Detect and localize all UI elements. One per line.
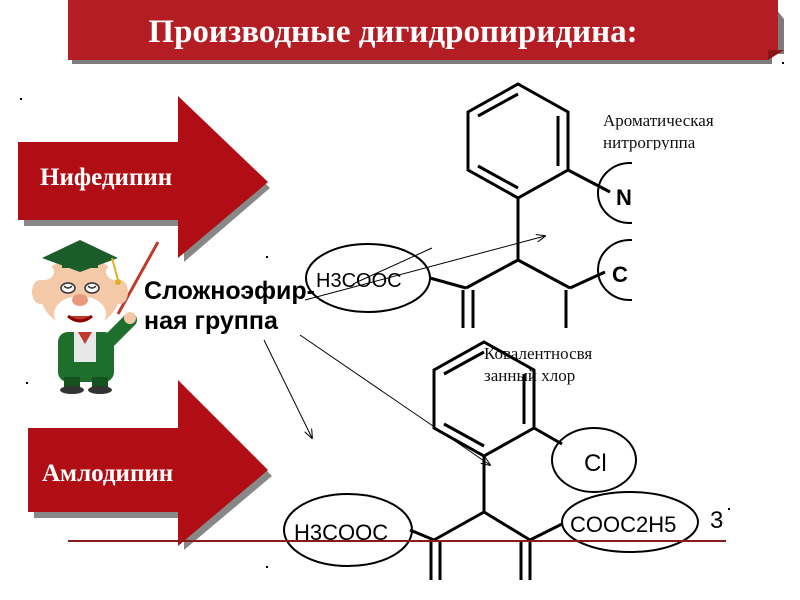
nifedipine-label: Нифедипин — [40, 164, 173, 191]
stray-dot — [266, 256, 268, 258]
ester-label-line1: Сложноэфир- — [144, 277, 315, 305]
page-title: Производные дигидропиридина: — [148, 14, 638, 50]
ester-label-line2: ная группа — [144, 307, 278, 335]
amlodipine-ester-left-text: H3COOC — [294, 520, 388, 545]
nitro-annotation-line2: нитрогруппа — [603, 133, 696, 152]
amlodipine-label: Амлодипин — [42, 460, 174, 487]
nifedipine-bonds — [429, 168, 611, 328]
stray-dot — [26, 382, 28, 384]
stray-dot — [20, 98, 22, 100]
stray-dot — [782, 62, 784, 64]
stray-dot — [728, 508, 730, 510]
amlodipine-bonds — [409, 426, 563, 580]
chlorine-annotation: Ковалентносвя занный хлор — [484, 343, 592, 387]
nifedipine-arrow — [18, 96, 270, 262]
stray-dot — [266, 566, 268, 568]
amlodipine-ester-left-circle — [283, 493, 413, 567]
title-banner — [68, 0, 784, 64]
ester-group-label: Сложноэфир- ная группа — [144, 276, 315, 336]
nifedipine-benzene-ring — [466, 82, 570, 200]
chlorine-annotation-line2: занный хлор — [484, 366, 576, 385]
amlodipine-benzene-ring — [432, 340, 536, 458]
amlodipine-ester-right-circle — [561, 491, 699, 553]
nitro-annotation-line1: Ароматическая — [603, 111, 714, 130]
pointer-arrows — [263, 236, 545, 465]
nifedipine-ester-right-partial-text: C — [612, 262, 628, 287]
amlodipine-ester-right-text: COOC2H5 — [570, 512, 676, 537]
nifedipine-ester-text: H3COOC — [316, 270, 402, 292]
nifedipine-nitro-partial-text: N — [616, 185, 632, 210]
nifedipine-ester-circle — [305, 243, 431, 313]
amlodipine-arrow — [28, 380, 272, 550]
amlodipine-trailing-text: 3 — [710, 507, 723, 534]
professor-illustration — [32, 240, 160, 394]
nitro-annotation: Ароматическая нитрогруппа — [603, 110, 714, 154]
amlodipine-chlorine-text: Cl — [584, 450, 607, 477]
amlodipine-chlorine-circle — [551, 427, 637, 493]
